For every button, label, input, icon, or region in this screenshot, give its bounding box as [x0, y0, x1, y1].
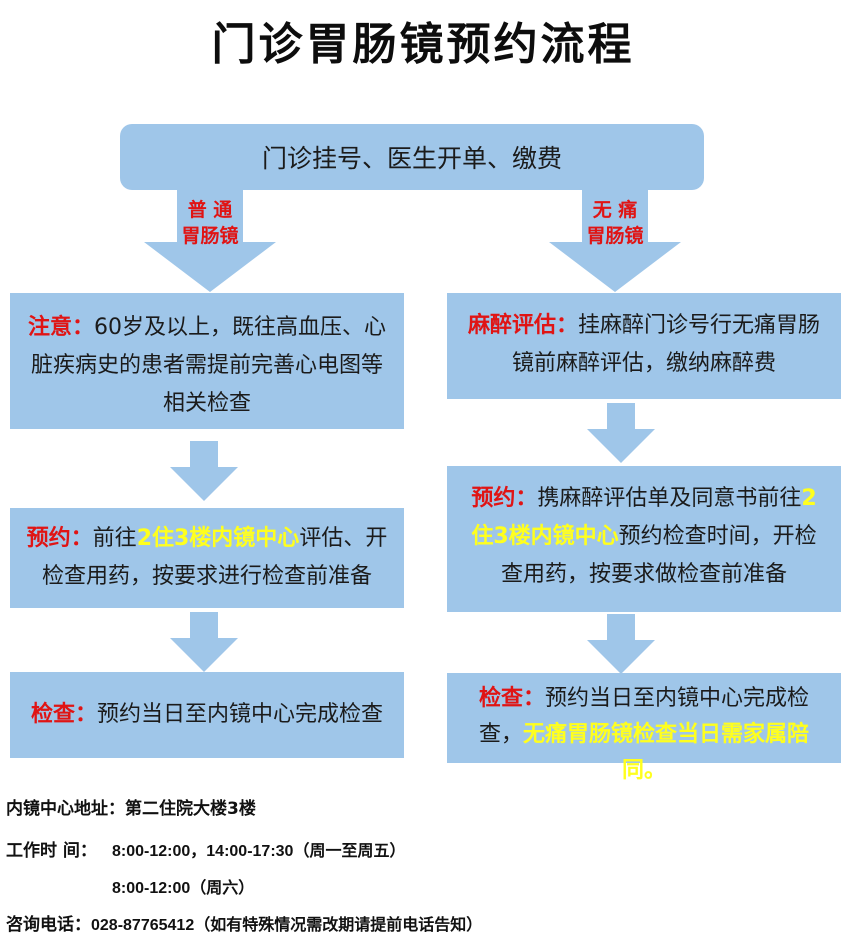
right-down-arrow-2: [587, 614, 655, 674]
left-endoscopy-center-highlight: 2住3楼内镜中心: [136, 526, 300, 551]
left-check-text: 预约当日至内镜中心完成检查: [97, 702, 384, 727]
address-line: 内镜中心地址：第二住院大楼3楼: [6, 794, 256, 819]
address-label: 内镜中心地址：: [6, 799, 125, 819]
hours-saturday-line: 8:00-12:00（周六）: [112, 874, 254, 898]
right-assessment-box: 麻醉评估：挂麻醉门诊号行无痛胃肠镜前麻醉评估，缴纳麻醉费: [447, 293, 841, 399]
hours-label: 工作时 间：: [6, 841, 97, 861]
hours-weekday: 8:00-12:00，14:00-17:30（周一至周五）: [112, 843, 406, 860]
note-text: 60岁及以上，既往高血压、心脏疾病史的患者需提前完善心电图等相关检查: [30, 315, 386, 416]
right-appointment-label: 预约：: [471, 486, 538, 511]
left-down-arrow-2: [170, 612, 238, 672]
address-value: 第二住院大楼3楼: [125, 799, 256, 819]
hours-saturday: 8:00-12:00（周六）: [112, 880, 255, 897]
page-title: 门诊胃肠镜预约流程: [211, 19, 635, 70]
right-branch-arrow: [549, 190, 681, 292]
left-down-arrow-1: [170, 441, 238, 501]
assessment-text: 挂麻醉门诊号行无痛胃肠镜前麻醉评估，缴纳麻醉费: [511, 313, 821, 376]
right-check-label: 检查：: [478, 686, 545, 711]
right-branch-label: 无 痛 胃肠镜: [586, 199, 644, 247]
right-down-arrow-1: [587, 403, 655, 463]
left-check-label: 检查：: [30, 702, 97, 727]
left-note-box: 注意：60岁及以上，既往高血压、心脏疾病史的患者需提前完善心电图等相关检查: [10, 293, 404, 429]
left-branch-label: 普 通 胃肠镜: [181, 199, 239, 247]
assessment-label: 麻醉评估：: [467, 313, 578, 338]
left-check-box: 检查：预约当日至内镜中心完成检查: [10, 672, 404, 758]
right-check-box: 检查：预约当日至内镜中心完成检查，无痛胃肠镜检查当日需家属陪同。: [447, 673, 841, 783]
left-appointment-label: 预约：: [26, 526, 93, 551]
hours-line: 工作时 间： 8:00-12:00，14:00-17:30（周一至周五）: [6, 836, 405, 861]
left-appointment-box: 预约：前往2住3楼内镜中心评估、开检查用药，按要求进行检查前准备: [10, 508, 404, 608]
right-endoscopy-center-highlight: 2住3楼内镜中心: [471, 486, 817, 549]
registration-step-text: 门诊挂号、医生开单、缴费: [261, 144, 562, 173]
right-check-text: 预约当日至内镜中心完成检查，: [478, 686, 810, 747]
phone-label: 咨询电话：: [6, 915, 91, 935]
right-appointment-box: 预约：携麻醉评估单及同意书前往2住3楼内镜中心预约检查时间，开检查用药，按要求做…: [447, 466, 841, 612]
family-accompany-notice: 无痛胃肠镜检查当日需家属陪同。: [523, 722, 810, 783]
registration-step: 门诊挂号、医生开单、缴费: [120, 124, 704, 190]
note-label: 注意：: [27, 315, 94, 340]
left-branch-arrow: [144, 190, 276, 292]
phone-line: 咨询电话：028-87765412（如有特殊情况需改期请提前电话告知）: [6, 910, 482, 935]
phone-value: 028-87765412（如有特殊情况需改期请提前电话告知）: [91, 917, 483, 934]
